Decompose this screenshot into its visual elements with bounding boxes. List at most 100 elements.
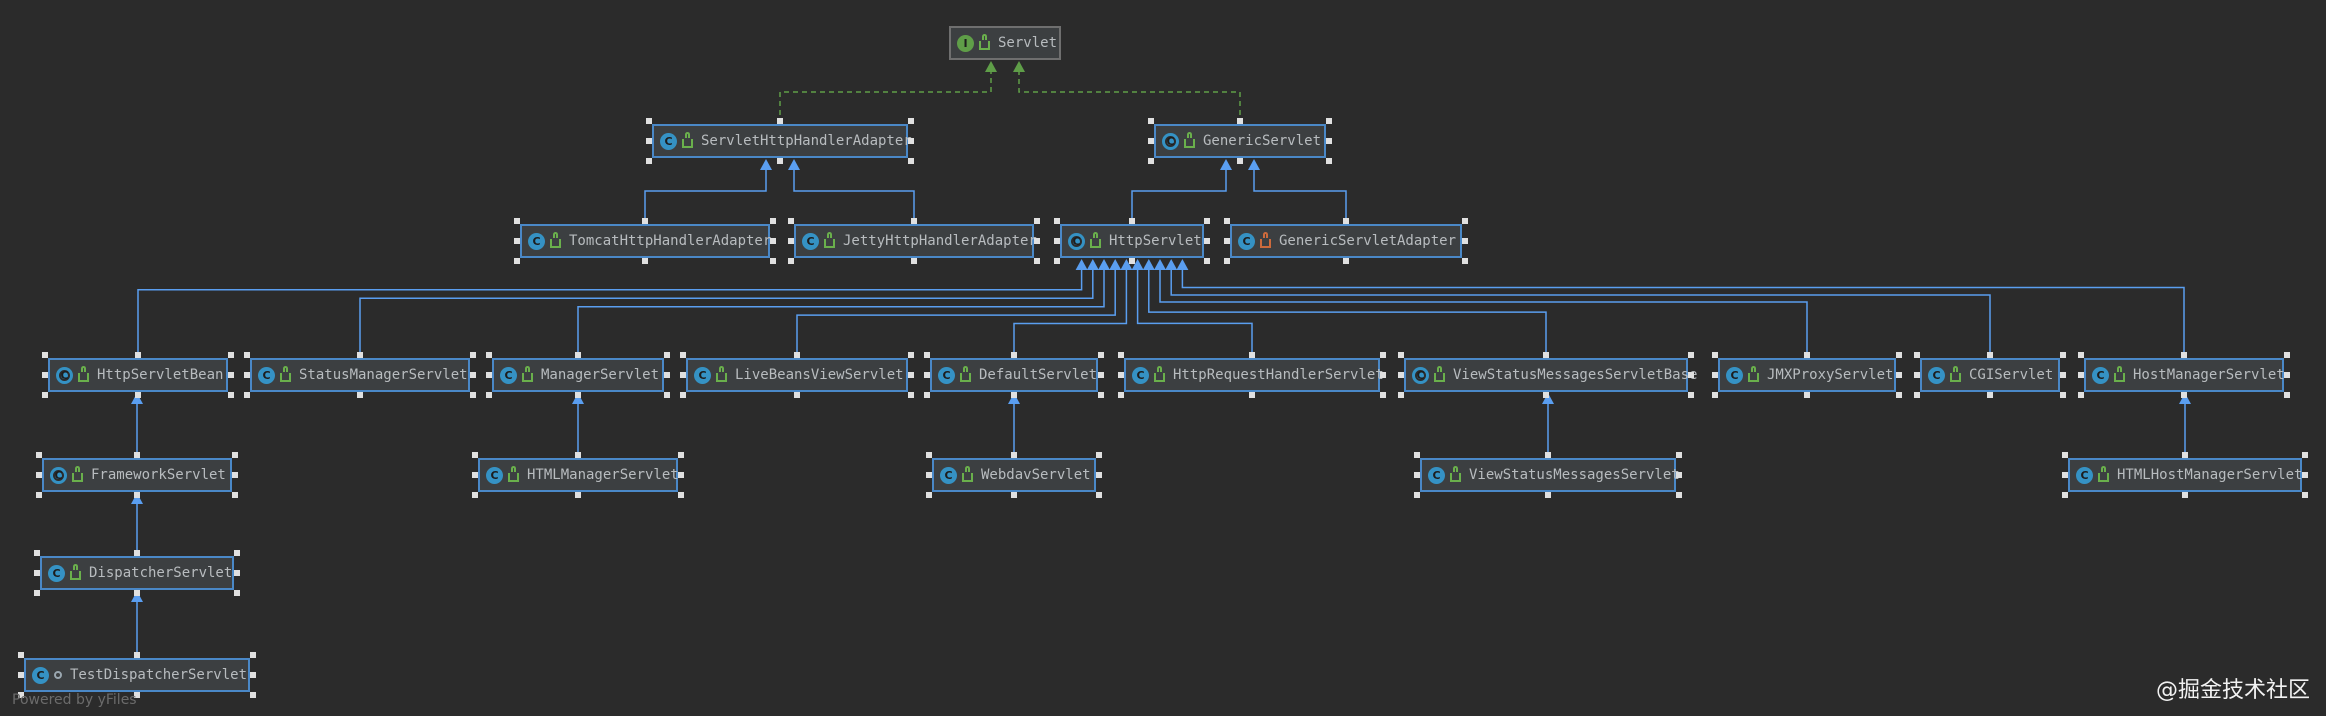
- selection-handle[interactable]: [1896, 372, 1902, 378]
- selection-handle[interactable]: [34, 550, 40, 556]
- selection-handle[interactable]: [134, 452, 140, 458]
- selection-handle[interactable]: [1237, 118, 1243, 124]
- selection-handle[interactable]: [36, 492, 42, 498]
- selection-handle[interactable]: [908, 138, 914, 144]
- selection-handle[interactable]: [2078, 372, 2084, 378]
- selection-handle[interactable]: [1343, 218, 1349, 224]
- selection-handle[interactable]: [926, 492, 932, 498]
- selection-handle[interactable]: [1804, 392, 1810, 398]
- selection-handle[interactable]: [1096, 492, 1102, 498]
- selection-handle[interactable]: [486, 392, 492, 398]
- selection-handle[interactable]: [1034, 258, 1040, 264]
- selection-handle[interactable]: [924, 352, 930, 358]
- selection-handle[interactable]: [1914, 372, 1920, 378]
- selection-handle[interactable]: [908, 352, 914, 358]
- selection-handle[interactable]: [1148, 118, 1154, 124]
- selection-handle[interactable]: [2181, 392, 2187, 398]
- selection-handle[interactable]: [134, 692, 140, 698]
- selection-handle[interactable]: [1414, 472, 1420, 478]
- selection-handle[interactable]: [926, 472, 932, 478]
- selection-handle[interactable]: [1098, 352, 1104, 358]
- selection-handle[interactable]: [770, 238, 776, 244]
- selection-handle[interactable]: [244, 352, 250, 358]
- selection-handle[interactable]: [1543, 352, 1549, 358]
- selection-handle[interactable]: [2284, 392, 2290, 398]
- selection-handle[interactable]: [1380, 392, 1386, 398]
- selection-handle[interactable]: [1380, 372, 1386, 378]
- selection-handle[interactable]: [911, 258, 917, 264]
- selection-handle[interactable]: [1676, 492, 1682, 498]
- selection-handle[interactable]: [134, 652, 140, 658]
- selection-handle[interactable]: [646, 138, 652, 144]
- selection-handle[interactable]: [1148, 158, 1154, 164]
- selection-handle[interactable]: [794, 352, 800, 358]
- selection-handle[interactable]: [926, 452, 932, 458]
- selection-handle[interactable]: [232, 452, 238, 458]
- selection-handle[interactable]: [2181, 352, 2187, 358]
- selection-handle[interactable]: [1896, 392, 1902, 398]
- selection-handle[interactable]: [788, 218, 794, 224]
- selection-handle[interactable]: [357, 392, 363, 398]
- selection-handle[interactable]: [924, 392, 930, 398]
- selection-handle[interactable]: [18, 692, 24, 698]
- selection-handle[interactable]: [470, 352, 476, 358]
- selection-handle[interactable]: [1688, 372, 1694, 378]
- selection-handle[interactable]: [1011, 492, 1017, 498]
- selection-handle[interactable]: [1676, 452, 1682, 458]
- selection-handle[interactable]: [357, 352, 363, 358]
- selection-handle[interactable]: [664, 372, 670, 378]
- selection-handle[interactable]: [794, 392, 800, 398]
- selection-handle[interactable]: [1987, 352, 1993, 358]
- selection-handle[interactable]: [42, 352, 48, 358]
- selection-handle[interactable]: [135, 392, 141, 398]
- selection-handle[interactable]: [232, 472, 238, 478]
- selection-handle[interactable]: [472, 472, 478, 478]
- selection-handle[interactable]: [470, 392, 476, 398]
- selection-handle[interactable]: [1343, 258, 1349, 264]
- selection-handle[interactable]: [680, 352, 686, 358]
- selection-handle[interactable]: [135, 352, 141, 358]
- selection-handle[interactable]: [2062, 452, 2068, 458]
- selection-handle[interactable]: [646, 118, 652, 124]
- selection-handle[interactable]: [678, 492, 684, 498]
- selection-handle[interactable]: [1054, 218, 1060, 224]
- selection-handle[interactable]: [1129, 258, 1135, 264]
- selection-handle[interactable]: [1054, 258, 1060, 264]
- selection-handle[interactable]: [244, 372, 250, 378]
- selection-handle[interactable]: [36, 452, 42, 458]
- selection-handle[interactable]: [1462, 218, 1468, 224]
- selection-handle[interactable]: [470, 372, 476, 378]
- selection-handle[interactable]: [1148, 138, 1154, 144]
- selection-handle[interactable]: [1204, 238, 1210, 244]
- selection-handle[interactable]: [1462, 258, 1468, 264]
- selection-handle[interactable]: [1326, 158, 1332, 164]
- selection-handle[interactable]: [1414, 452, 1420, 458]
- selection-handle[interactable]: [18, 672, 24, 678]
- selection-handle[interactable]: [1096, 452, 1102, 458]
- selection-handle[interactable]: [1380, 352, 1386, 358]
- selection-handle[interactable]: [228, 392, 234, 398]
- selection-handle[interactable]: [1712, 372, 1718, 378]
- selection-handle[interactable]: [908, 392, 914, 398]
- selection-handle[interactable]: [1204, 258, 1210, 264]
- selection-handle[interactable]: [2302, 452, 2308, 458]
- selection-handle[interactable]: [575, 392, 581, 398]
- selection-handle[interactable]: [250, 692, 256, 698]
- selection-handle[interactable]: [2060, 372, 2066, 378]
- selection-handle[interactable]: [1896, 352, 1902, 358]
- selection-handle[interactable]: [250, 672, 256, 678]
- selection-handle[interactable]: [642, 258, 648, 264]
